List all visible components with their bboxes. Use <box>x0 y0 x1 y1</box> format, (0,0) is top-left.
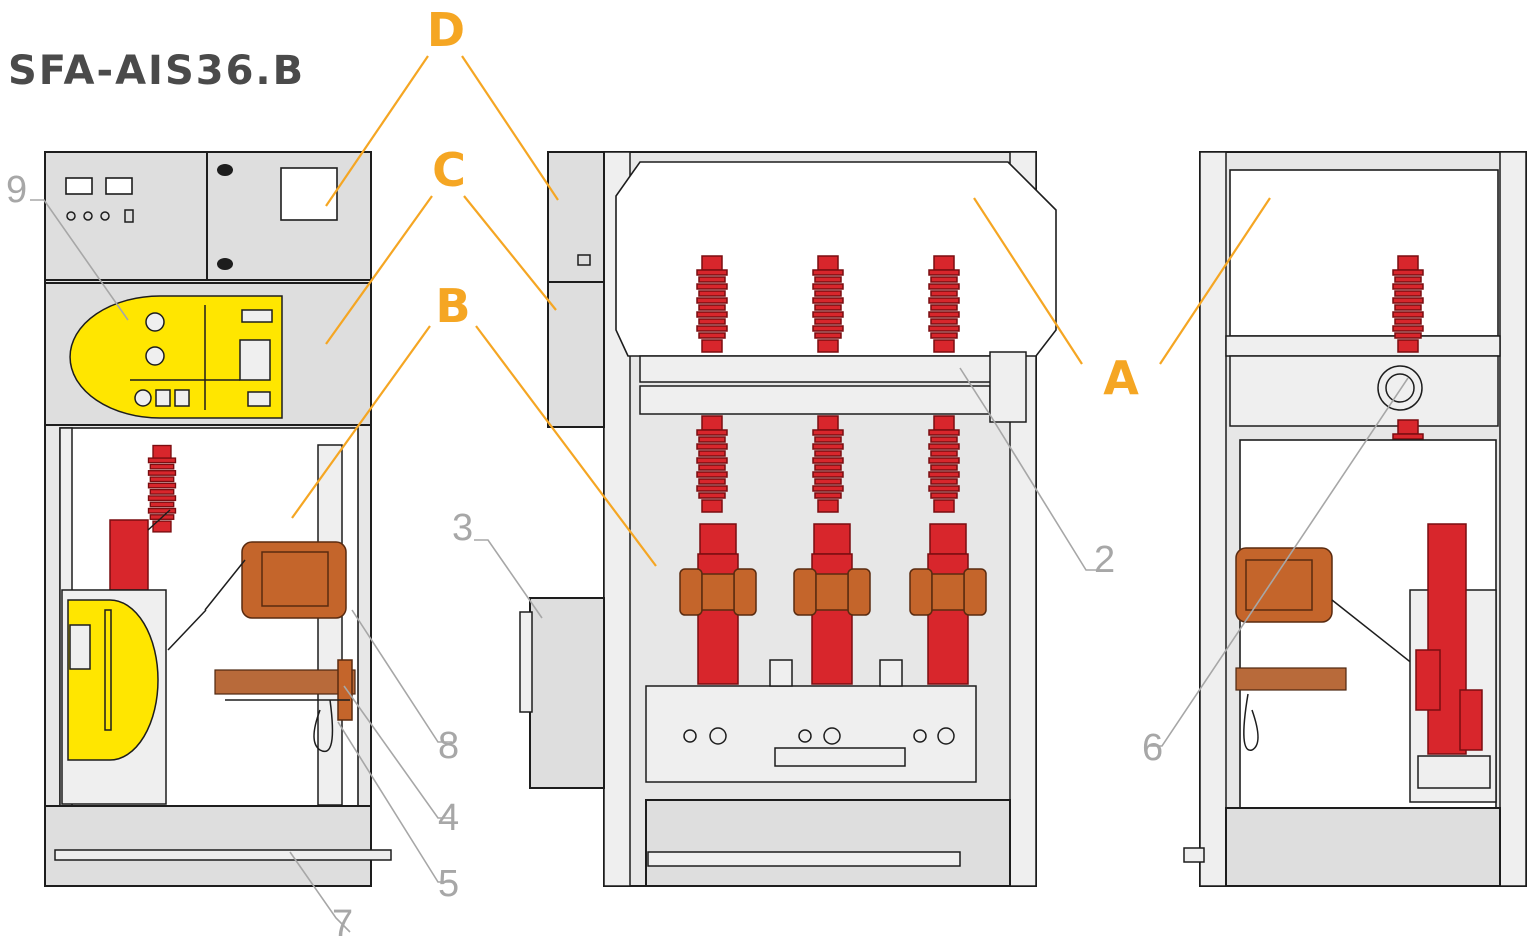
callout-4: 4 <box>438 797 459 839</box>
compartment-label-a: A <box>1103 351 1139 405</box>
callout-5: 5 <box>438 863 459 905</box>
compartment-label-c: C <box>432 143 466 197</box>
callout-3: 3 <box>452 507 473 549</box>
callout-7: 7 <box>332 903 353 939</box>
page-title: SFA-AIS36.B <box>8 48 305 94</box>
callout-6: 6 <box>1142 727 1163 769</box>
callout-8: 8 <box>438 725 459 767</box>
callout-2: 2 <box>1094 539 1115 581</box>
callout-9: 9 <box>6 169 27 211</box>
front-view <box>44 151 392 887</box>
compartment-label-b: B <box>435 279 470 333</box>
side-view <box>519 151 1057 887</box>
compartment-leaders <box>291 55 1271 567</box>
compartment-label-d: D <box>427 3 465 57</box>
rear-view <box>1183 151 1527 887</box>
callout-leaders <box>30 199 1409 933</box>
